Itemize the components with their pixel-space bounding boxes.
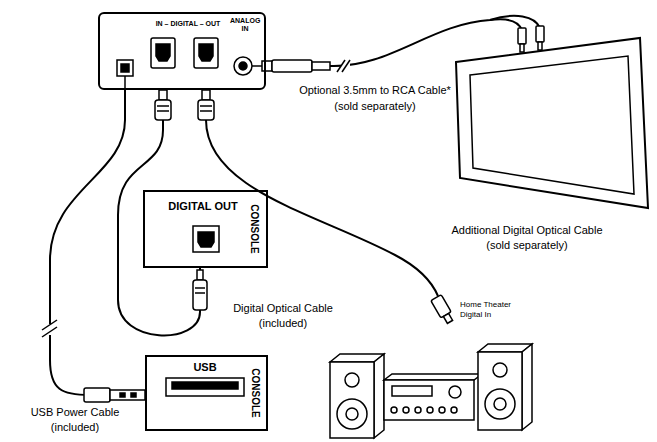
port-label: ANALOG IN — [230, 17, 260, 32]
port-label: USB — [193, 361, 216, 373]
device-plugs-part — [157, 105, 169, 107]
console-ports-part — [198, 232, 214, 247]
usb-plug-part — [120, 393, 125, 397]
device-label: CONSOLE — [249, 204, 260, 253]
console-ports-part — [166, 378, 244, 396]
stereo-part — [494, 398, 506, 410]
device-ports — [117, 38, 252, 90]
cable-label: (sold separately) — [334, 100, 415, 113]
stereo-part — [345, 373, 359, 387]
stereo-part — [392, 386, 432, 396]
console-panel: USB CONSOLE — [145, 355, 268, 431]
optical-plug — [193, 270, 207, 310]
console-panel: DIGITAL OUT CONSOLE — [143, 190, 268, 268]
device-ports-part — [199, 44, 213, 61]
device-ports-part — [239, 62, 247, 70]
stereo-part — [391, 407, 397, 413]
usb-plug-part — [84, 388, 110, 402]
rca-plugs — [518, 26, 544, 52]
cable-label: Digital Optical Cable — [233, 302, 333, 315]
tv — [456, 38, 648, 208]
optical-cable — [206, 120, 438, 296]
stereo-part — [449, 386, 461, 398]
rca-plugs-part — [520, 44, 524, 52]
stereo-part — [427, 407, 433, 413]
console-ports — [166, 226, 244, 396]
device-plugs-part — [155, 100, 171, 120]
port-label: DIGITAL OUT — [168, 200, 237, 212]
rca-plugs-part — [538, 42, 542, 50]
tv-part — [456, 38, 648, 208]
optical-cable-part — [206, 120, 438, 296]
cable — [50, 90, 145, 395]
console-ports-part — [172, 382, 238, 389]
cable-label: (sold separately) — [486, 239, 567, 252]
console-ports-part — [193, 226, 219, 252]
device-plugs-part — [200, 105, 212, 107]
cable-label: (included) — [259, 317, 307, 330]
cable-label: Additional Digital Optical Cable — [451, 224, 602, 237]
usb-plug-part — [131, 393, 136, 397]
rca-plugs-part — [518, 28, 526, 44]
device-plugs — [155, 90, 214, 120]
stereo-part — [384, 380, 474, 420]
stereo-part — [403, 407, 409, 413]
cable-break-part — [342, 60, 350, 72]
stereo-part — [478, 352, 522, 430]
device-ports-part — [117, 60, 133, 76]
device-ports-part — [194, 38, 218, 68]
stereo-part — [330, 362, 374, 438]
cable-break — [337, 58, 350, 74]
mini-plug — [252, 60, 330, 72]
usb-cable-break-part — [42, 324, 58, 335]
stereo-part — [493, 363, 507, 377]
optical-plug-part — [197, 270, 203, 280]
stereo-part — [451, 407, 457, 413]
stereo-part — [346, 408, 358, 420]
stereo-part — [374, 354, 384, 438]
rca-plugs-part — [536, 26, 544, 42]
stereo-part — [439, 407, 445, 413]
device-ports-part — [121, 64, 129, 72]
device-ports-part — [124, 76, 126, 90]
device-plugs-part — [157, 110, 169, 112]
analog-cable-part — [490, 16, 540, 28]
mini-plug-part — [272, 60, 312, 72]
home-theater-plug-part — [443, 313, 452, 323]
stereo-part — [384, 374, 482, 380]
stereo-part — [415, 407, 421, 413]
device-plugs-part — [202, 90, 210, 100]
mini-plug-part — [252, 65, 262, 67]
usb-cable-break — [42, 320, 58, 337]
optical-plug-part — [193, 280, 207, 310]
converter-box: IN – DIGITAL – OUT ANALOG IN — [98, 12, 266, 90]
optical-plug-part — [195, 287, 205, 289]
port-label: IN – DIGITAL – OUT — [156, 20, 221, 28]
device-plugs-part — [198, 100, 214, 120]
stereo — [330, 344, 532, 438]
usb-plug-part — [110, 390, 145, 400]
device-plugs-part — [200, 110, 212, 112]
cable-label: Optional 3.5mm to RCA Cable* — [299, 84, 451, 97]
mini-plug-part — [262, 61, 272, 71]
usb-plug — [84, 388, 145, 402]
usb-cable-break-part — [42, 327, 57, 337]
device-ports-part — [151, 38, 175, 68]
optical-plug-part — [195, 292, 205, 294]
cable — [118, 90, 200, 335]
tv-part — [470, 56, 634, 194]
stereo-part — [485, 389, 515, 419]
device-plugs-part — [159, 90, 167, 100]
cable-label: Home Theater Digital In — [460, 300, 518, 319]
stereo-part — [522, 344, 532, 430]
device-ports-part — [234, 57, 252, 75]
cable-label: USB Power Cable — [31, 406, 120, 419]
device-label: CONSOLE — [250, 368, 261, 417]
home-theater-plug — [431, 295, 455, 325]
device-ports-part — [156, 44, 170, 61]
mini-plug-part — [312, 62, 330, 70]
cable-label: (included) — [51, 421, 99, 434]
stereo-part — [337, 399, 367, 429]
